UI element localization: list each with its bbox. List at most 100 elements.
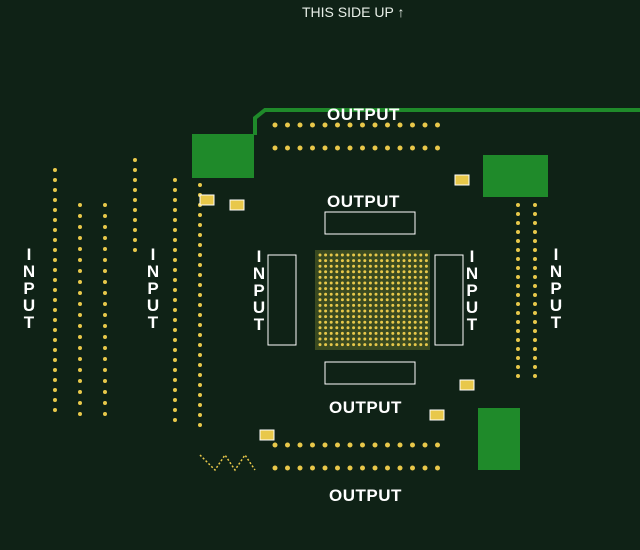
test-pin [173,318,177,322]
test-pin [533,203,537,207]
test-pin [360,442,365,448]
test-pin [516,329,520,333]
test-pin [198,303,202,307]
test-pin [533,329,537,333]
bga-ball [391,337,395,341]
test-pin [173,208,177,212]
bga-ball [424,309,428,313]
bga-ball [324,298,328,302]
bga-ball [346,337,350,341]
bga-ball [380,292,384,296]
bga-ball [408,281,412,285]
input-label-inner-left: INPUT [252,247,266,334]
test-pin [297,145,303,151]
bga-ball [396,253,400,257]
bga-ball [363,292,367,296]
bga-ball [385,326,389,330]
bga-ball [324,320,328,324]
test-pin [173,188,177,192]
bga-ball [352,275,356,279]
test-pin [347,145,353,151]
bga-ball [357,275,361,279]
bga-ball [419,343,423,347]
bga-ball [391,275,395,279]
test-pin [516,257,520,261]
bga-ball [329,281,333,285]
test-pin [533,221,537,225]
test-pin [78,368,82,372]
bga-ball [374,309,378,313]
test-pin [347,465,353,471]
bga-ball [402,315,406,319]
bga-ball [352,320,356,324]
test-pin [533,311,537,315]
bga-ball [396,309,400,313]
bga-ball [396,320,400,324]
test-pin [310,465,315,471]
test-pin [198,313,202,317]
test-pin [78,324,82,328]
bga-ball [357,259,361,263]
bga-ball [329,337,333,341]
test-pin [533,320,537,324]
test-pin [173,398,177,402]
bga-ball [335,320,339,324]
test-pin [285,145,290,151]
bga-ball [363,270,367,274]
bga-ball [424,315,428,319]
test-pin [385,442,390,448]
bga-ball [352,298,356,302]
bga-ball [396,331,400,335]
test-pin [103,214,107,218]
test-pin [360,145,365,151]
bga-ball [368,309,372,313]
bga-ball [340,320,344,324]
bga-ball [396,264,400,268]
bga-ball [318,326,322,330]
bga-ball [340,281,344,285]
bga-ball [380,275,384,279]
bga-ball [363,337,367,341]
smd-pad [259,429,275,441]
test-pin [516,212,520,216]
bga-ball [424,259,428,263]
test-pin [310,145,315,151]
test-pin [198,423,202,427]
test-pin [198,273,202,277]
test-pin [322,442,328,448]
bga-ball [402,309,406,313]
test-pin [533,293,537,297]
bga-ball [385,275,389,279]
bga-ball [402,331,406,335]
bga-ball [419,264,423,268]
test-pin [173,378,177,382]
bga-ball [368,326,372,330]
bga-ball [352,309,356,313]
bga-ball [413,320,417,324]
test-pin [322,145,328,151]
bga-ball [396,315,400,319]
bga-ball [385,315,389,319]
test-pin [272,122,278,128]
bga-ball [385,337,389,341]
bga-ball [374,326,378,330]
bga-ball [402,264,406,268]
bga-ball [396,343,400,347]
bga-ball [368,253,372,257]
bga-ball [346,331,350,335]
test-pin [53,408,57,412]
test-pin [516,239,520,243]
test-pin [516,347,520,351]
bga-ball [357,253,361,257]
bga-ball [380,281,384,285]
test-pin [435,465,440,471]
test-pin [78,346,82,350]
test-pin [78,313,82,317]
test-pin [78,258,82,262]
bga-ball [380,315,384,319]
test-pin [133,198,137,202]
test-pin [297,122,303,128]
bga-ball [419,315,423,319]
